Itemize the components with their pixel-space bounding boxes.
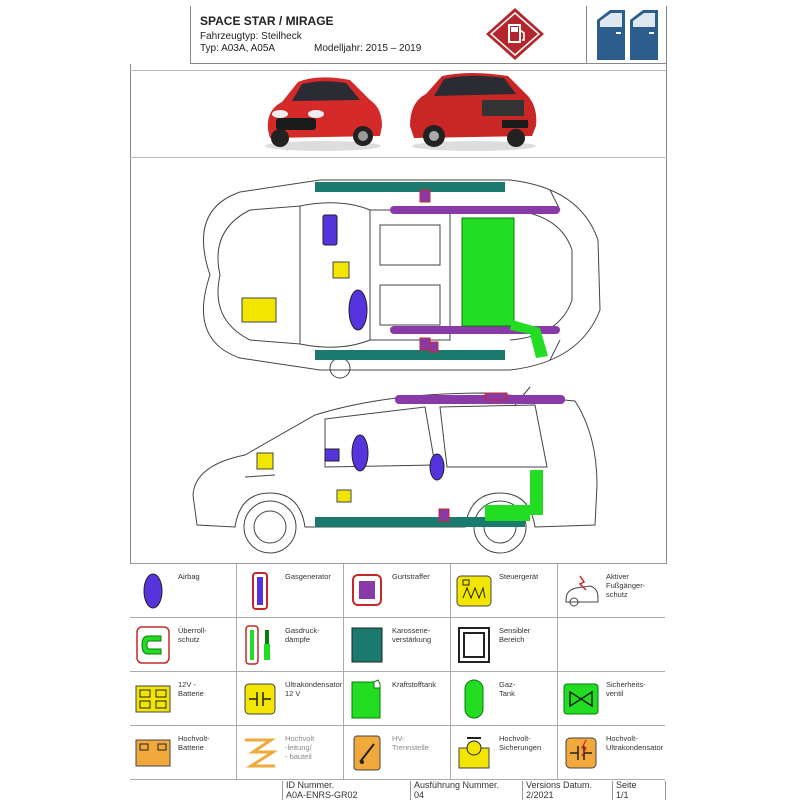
legend-cell-battery: 12V - Batterie: [130, 672, 237, 726]
page-value: 1/1: [616, 790, 629, 800]
legend-label: Gasdruck- dämpfe: [285, 626, 320, 644]
legend-label: Überroll- schutz: [178, 626, 207, 644]
safety-valve-icon: [563, 683, 599, 715]
vehicle-type: Fahrzeugtyp: Steilheck: [200, 31, 302, 42]
pedestrian-protection-icon: [565, 575, 599, 607]
legend-cell-valve: Sicherheits- ventil: [558, 672, 665, 726]
belt-tensioner-icon: [352, 574, 382, 606]
legend-label: Gurtstraffer: [392, 572, 430, 581]
gas-tank-icon: [464, 679, 484, 719]
legend-cell-control: Steuergerät: [451, 564, 558, 618]
battery-12v-icon: [135, 685, 171, 713]
legend-label: Steuergerät: [499, 572, 539, 581]
control-unit-icon: [456, 575, 492, 607]
model-year: Modelljahr: 2015 – 2019: [314, 43, 422, 54]
legend-label: Hochvolt- Ultrakondensator: [606, 734, 664, 752]
hv-ultracapacitor-icon: [565, 737, 597, 769]
header-border-sep: [586, 6, 587, 64]
header-border-bottom: [190, 63, 667, 64]
id-label: ID Nummer.: [286, 780, 335, 790]
exec-value: 04: [414, 790, 425, 800]
legend-cell-rollover: Überroll- schutz: [130, 618, 237, 672]
legend-label: Sensibler Bereich: [499, 626, 531, 644]
legend-label: Aktiver Fußgänger- schutz: [606, 572, 646, 599]
version-label: Versions Datum.: [526, 780, 593, 790]
right-margin-line: [666, 64, 667, 564]
legend-label: Gasgenerator: [285, 572, 331, 581]
car-photo-rear: [410, 73, 537, 151]
hv-disconnect-icon: [353, 735, 381, 771]
left-margin-line: [130, 64, 131, 564]
car-side-view: [192, 386, 598, 554]
legend-label: Sicherheits- ventil: [606, 680, 646, 698]
hv-fuse-icon: [458, 737, 490, 769]
hv-battery-icon: [135, 739, 171, 767]
fuel-pump-icon: [486, 8, 544, 60]
legend-cell-hv-ultracap: Hochvolt- Ultrakondensator: [558, 726, 665, 780]
footer-exec: Ausführung Nummer. 04: [410, 780, 522, 800]
legend-cell-hv-cable: Hochvolt -leitung/ - bauteil: [237, 726, 344, 780]
sensitive-area-icon: [458, 627, 490, 663]
version-value: 2/2021: [526, 790, 554, 800]
footer-version: Versions Datum. 2/2021: [522, 780, 612, 800]
legend-cell-hv-fuse: Hochvolt- Sicherungen: [451, 726, 558, 780]
legend-cell-reinforcement: Karosserie- verstärkung: [344, 618, 451, 672]
legend-cell-hv-disconnect: HV- Trennstelle: [344, 726, 451, 780]
type-code: Typ: A03A, A05A: [200, 43, 276, 54]
gas-strut-icon: [245, 625, 270, 665]
legend-label: Karosserie- verstärkung: [392, 626, 432, 644]
legend-cell-airbag: Airbag: [130, 564, 237, 618]
left-margin-line-2: [130, 70, 667, 71]
footer-id: ID Nummer. A0A-ENRS-GR02: [282, 780, 410, 800]
legend-cell-empty: [558, 618, 665, 672]
legend-label: Hochvolt- Sicherungen: [499, 734, 542, 752]
footer-page: Seite 1/1: [612, 780, 666, 800]
car-top-view: [203, 179, 601, 379]
legend-cell-gas-tank: Gaz- Tank: [451, 672, 558, 726]
legend-label: Kraftstofftank: [392, 680, 437, 689]
body-reinforcement-icon: [351, 627, 383, 663]
rollover-protection-icon: [136, 626, 170, 664]
hv-cable-icon: [245, 738, 279, 768]
airbag-icon: [143, 573, 163, 609]
header-border-left: [190, 6, 191, 64]
legend-label: Ultrakondensator 12 V: [285, 680, 343, 698]
legend-label: 12V - Batterie: [178, 680, 204, 698]
ultracapacitor-icon: [244, 683, 276, 715]
legend-cell-fuel-tank: Kraftstofftank: [344, 672, 451, 726]
id-value: A0A-ENRS-GR02: [286, 790, 358, 800]
legend-grid: Airbag Gasgenerator Gurtstraffer Steuerg…: [130, 563, 666, 782]
two-door-icon: [597, 10, 658, 60]
car-photo-front: [265, 77, 382, 151]
legend-cell-sensitive: Sensibler Bereich: [451, 618, 558, 672]
legend-label: Airbag: [178, 572, 200, 581]
legend-cell-pedestrian: Aktiver Fußgänger- schutz: [558, 564, 665, 618]
footer-table: ID Nummer. A0A-ENRS-GR02 Ausführung Numm…: [200, 780, 666, 800]
photo-separator: [130, 157, 667, 158]
gas-generator-icon: [252, 572, 268, 610]
legend-label: Gaz- Tank: [499, 680, 516, 698]
fuel-tank-icon: [351, 679, 381, 719]
page-label: Seite: [616, 780, 637, 790]
legend-cell-hv-battery: Hochvolt- Batterie: [130, 726, 237, 780]
legend-cell-gas-strut: Gasdruck- dämpfe: [237, 618, 344, 672]
header-border-right: [666, 6, 667, 64]
legend-cell-belt: Gurtstraffer: [344, 564, 451, 618]
legend-label: Hochvolt- Batterie: [178, 734, 210, 752]
page-title: SPACE STAR / MIRAGE: [200, 14, 334, 28]
legend-label: HV- Trennstelle: [392, 734, 429, 752]
legend-cell-ultracap: Ultrakondensator 12 V: [237, 672, 344, 726]
legend-cell-gas-generator: Gasgenerator: [237, 564, 344, 618]
legend-label: Hochvolt -leitung/ - bauteil: [285, 734, 315, 761]
exec-label: Ausführung Nummer.: [414, 780, 500, 790]
